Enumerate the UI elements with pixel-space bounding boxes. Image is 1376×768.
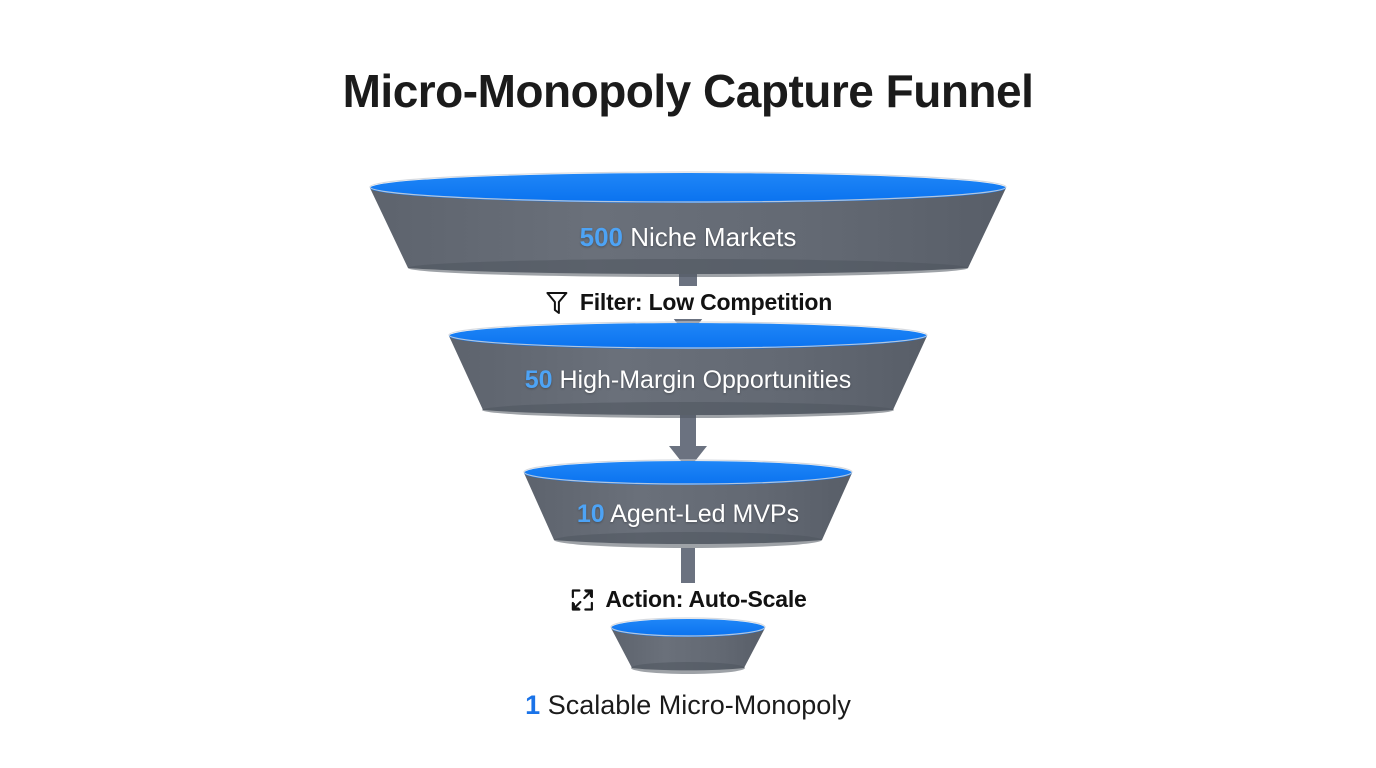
page-title: Micro-Monopoly Capture Funnel <box>342 65 1034 117</box>
expand-arrows-icon <box>569 587 595 613</box>
funnel-stage-3[interactable]: 10 Agent-Led MVPs <box>514 459 862 556</box>
funnel-stage-1[interactable]: 500 Niche Markets <box>358 171 1018 284</box>
connector-label-action[interactable]: Action: Auto-Scale <box>555 583 821 616</box>
filter-funnel-icon <box>544 290 570 316</box>
funnel-result-label: 1 Scalable Micro-Monopoly <box>0 690 1376 721</box>
connector-label-action-text: Action: Auto-Scale <box>605 586 807 612</box>
funnel-stage-2[interactable]: 50 High-Margin Opportunities <box>438 321 938 426</box>
connector-arrow-2 <box>666 410 710 472</box>
connector-label-filter[interactable]: Filter: Low Competition <box>529 286 847 319</box>
funnel-result-number: 1 <box>525 690 541 720</box>
funnel-result-text: Scalable Micro-Monopoly <box>540 690 851 720</box>
connector-label-filter-text: Filter: Low Competition <box>579 289 833 315</box>
funnel-stage-4[interactable] <box>602 617 774 680</box>
